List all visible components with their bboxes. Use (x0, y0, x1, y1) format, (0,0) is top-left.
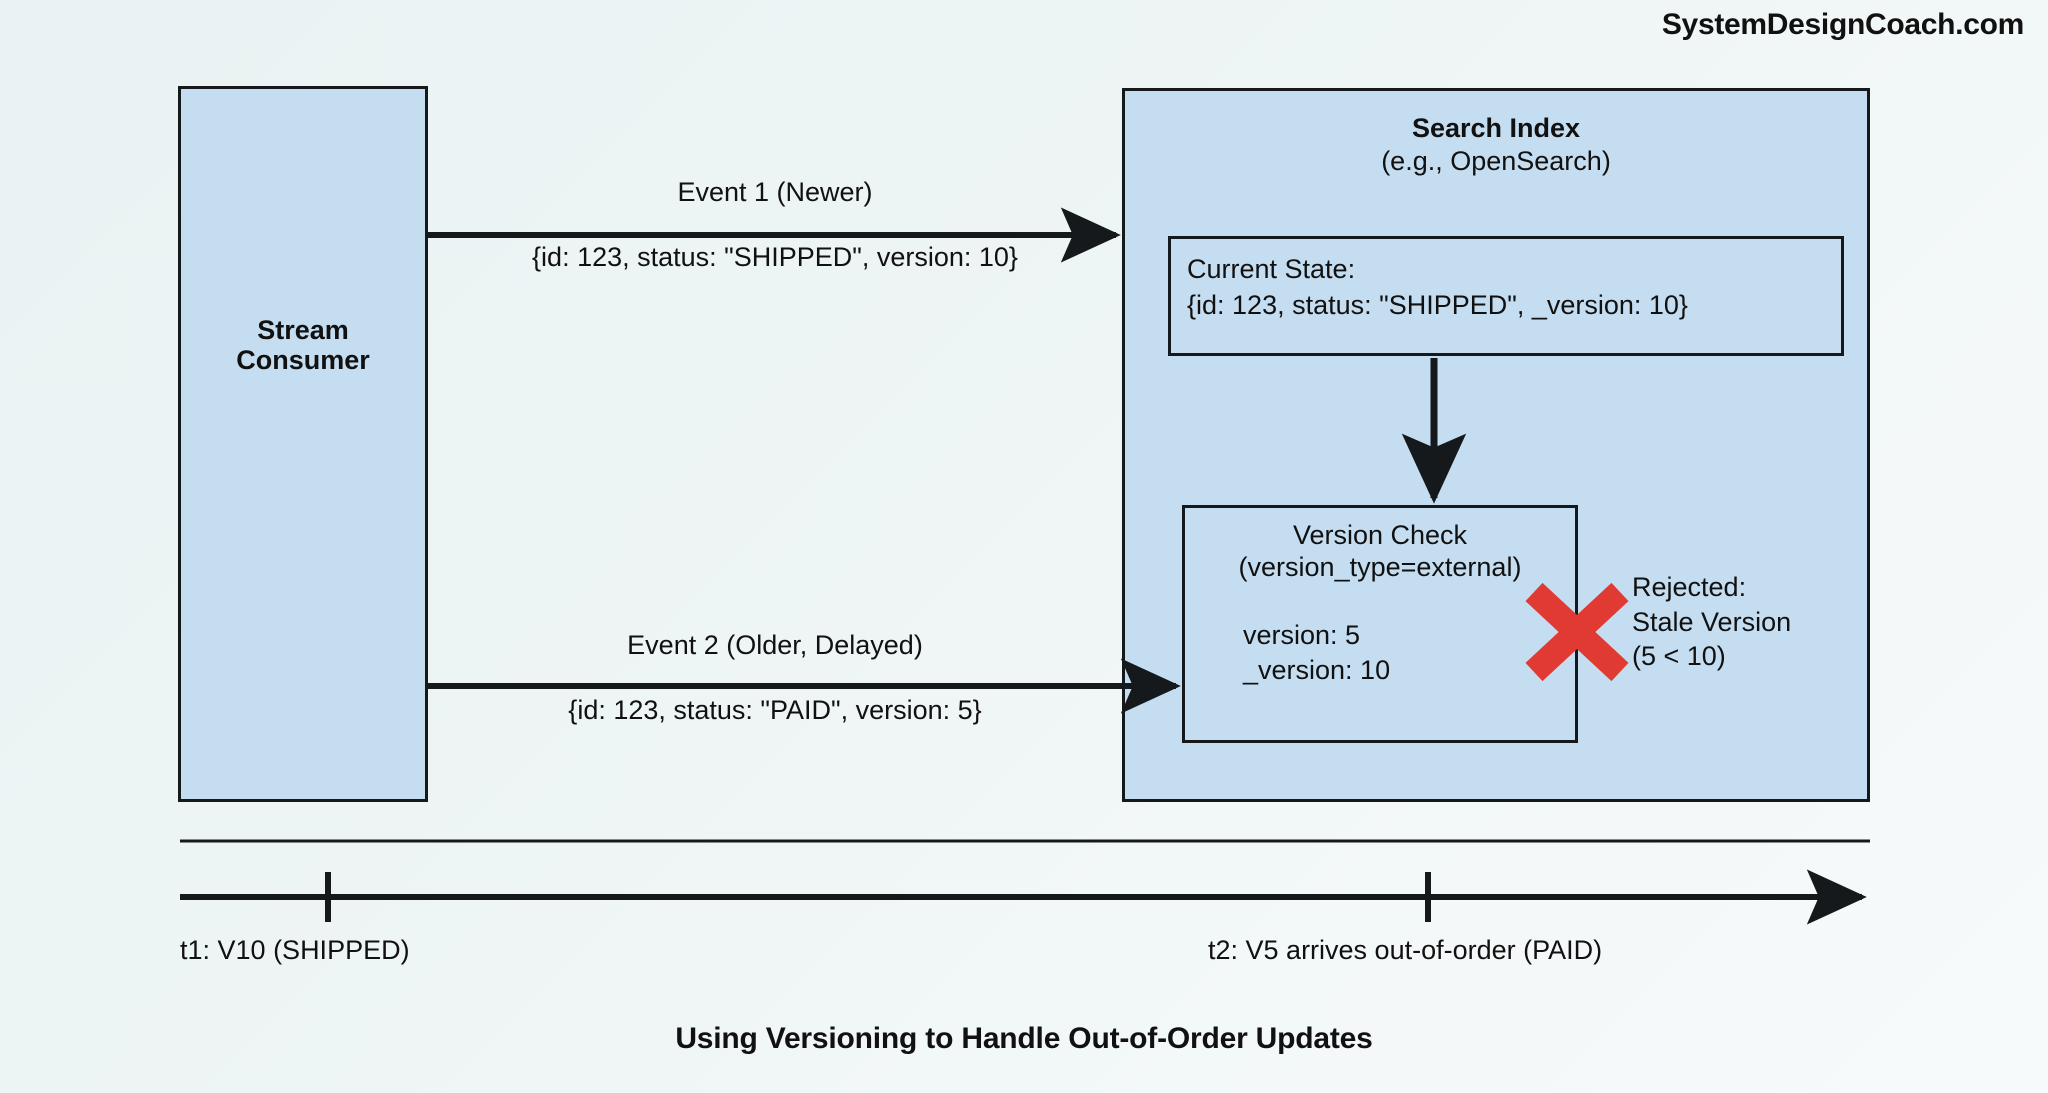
node-stream-consumer[interactable]: Stream Consumer (178, 86, 428, 802)
version-check-title: Version Check (1292, 520, 1468, 550)
event-2-label: Event 2 (Older, Delayed) {id: 123, statu… (428, 597, 1122, 759)
node-current-state[interactable]: Current State: {id: 123, status: "SHIPPE… (1168, 236, 1844, 356)
figure-caption: Using Versioning to Handle Out-of-Order … (675, 1022, 1373, 1055)
search-index-subtitle: (e.g., OpenSearch) (1381, 146, 1611, 176)
stream-consumer-label: Stream Consumer (236, 315, 370, 376)
timeline-tick-label-t2: t2: V5 arrives out-of-order (PAID) (1208, 935, 1603, 965)
search-index-title: Search Index (1411, 113, 1581, 143)
timeline-tick-label-t1: t1: V10 (SHIPPED) (180, 935, 410, 965)
event-2-payload: {id: 123, status: "PAID", version: 5} (568, 695, 982, 726)
current-state-document: {id: 123, status: "SHIPPED", _version: 1… (1187, 290, 1688, 320)
node-search-index[interactable]: Search Index (e.g., OpenSearch) (1122, 88, 1870, 802)
current-state-label: Current State: (1187, 254, 1356, 284)
event-2-title: Event 2 (Older, Delayed) (627, 630, 923, 661)
event-1-title: Event 1 (Newer) (677, 177, 873, 208)
site-watermark: SystemDesignCoach.com (1661, 8, 2024, 41)
version-check-subtitle: (version_type=external) (1238, 552, 1522, 582)
version-check-values: version: 5 _version: 10 (1243, 620, 1391, 685)
event-1-label: Event 1 (Newer) {id: 123, status: "SHIPP… (428, 144, 1122, 306)
rejection-label: Rejected: Stale Version (5 < 10) (1632, 572, 1792, 672)
node-version-check[interactable]: Version Check (version_type=external) ve… (1182, 505, 1578, 743)
event-1-payload: {id: 123, status: "SHIPPED", version: 10… (532, 242, 1018, 273)
